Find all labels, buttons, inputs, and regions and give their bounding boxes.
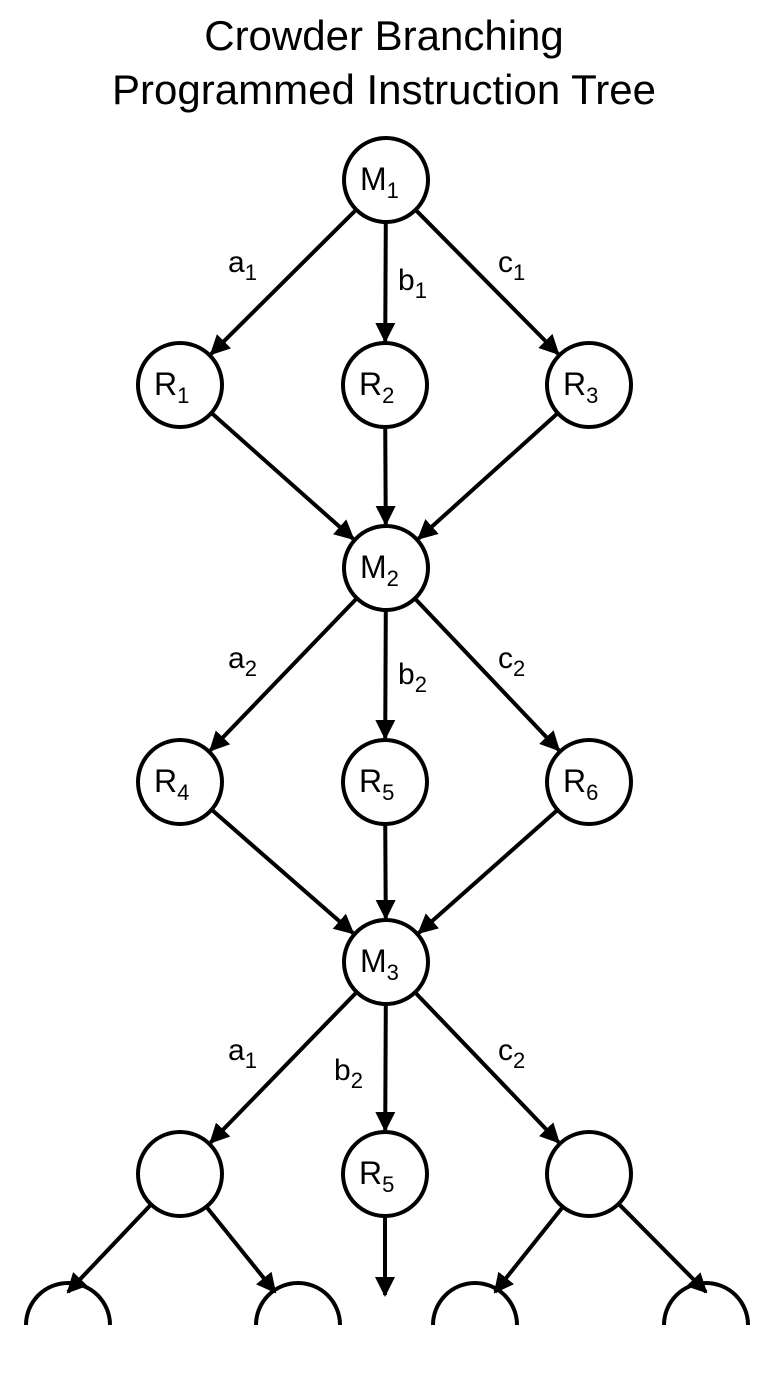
edge-label-M1-R1: a1 <box>228 246 257 285</box>
edge-label-M2-R5: b2 <box>398 658 427 697</box>
node-circle <box>342 524 430 612</box>
diagram-title-line-2: Programmed Instruction Tree <box>112 66 656 113</box>
continuation-arc-2 <box>254 1281 342 1326</box>
node-label-m3: M3 <box>360 943 399 985</box>
edge-label-M3-L3: a1 <box>228 1034 257 1073</box>
stubs-layer <box>24 1281 750 1326</box>
node-circle <box>136 1130 224 1218</box>
edge-M3-R5b <box>375 1003 396 1133</box>
node-r6: R6 <box>545 738 633 826</box>
edge-R4-M3 <box>210 808 355 935</box>
node-m1: M1 <box>342 136 430 224</box>
node-label-m1: M1 <box>360 161 399 203</box>
edge-R3-M2 <box>417 411 560 541</box>
node-label-r1: R1 <box>154 366 189 408</box>
edge-R5-M3 <box>375 823 396 921</box>
node-label-r6: R6 <box>563 763 598 805</box>
diagram-title-line-1: Crowder Branching <box>204 12 564 59</box>
continuation-arc-1 <box>24 1281 112 1326</box>
edge-L3-S2 <box>204 1205 277 1294</box>
edge-label-M3-N3: c2 <box>498 1034 525 1073</box>
node-circle <box>136 341 224 429</box>
edge-N3-S3 <box>493 1205 565 1294</box>
node-m2: M2 <box>342 524 430 612</box>
edge-label-M3-R5b: b2 <box>334 1054 363 1093</box>
node-label-r4: R4 <box>154 763 189 805</box>
edges-layer: a1 b1 c1 a2 b2 c2 a1 b2 c2 <box>66 208 708 1297</box>
node-label-r5b: R5 <box>359 1155 394 1197</box>
edge-L3-S1 <box>66 1203 153 1294</box>
edge-label-M2-R4: a2 <box>228 642 257 681</box>
node-label-r3: R3 <box>563 366 598 408</box>
node-r4: R4 <box>136 738 224 826</box>
node-circle <box>545 738 633 826</box>
edge-M2-R5 <box>375 609 396 741</box>
edge-R1-M2 <box>210 411 355 541</box>
node-r3: R3 <box>545 341 633 429</box>
edge-M2-R4 <box>209 596 359 752</box>
node-circle <box>342 918 430 1006</box>
edge-M1-R1 <box>209 208 358 356</box>
edge-label-M1-R2: b1 <box>398 264 427 303</box>
edge-M1-R3 <box>414 208 560 356</box>
edge-label-M1-R3: c1 <box>498 246 525 285</box>
edge-M3-N3 <box>413 990 561 1144</box>
edge-N3-S4 <box>617 1202 708 1294</box>
node-r1: R1 <box>136 341 224 429</box>
edge-R2-M2 <box>375 426 396 527</box>
continuation-arc-4 <box>662 1281 750 1326</box>
node-circle <box>341 738 429 826</box>
edge-M1-R2 <box>375 221 396 344</box>
continuation-arc-3 <box>431 1281 519 1326</box>
node-m3: M3 <box>342 918 430 1006</box>
edge-R6-M3 <box>417 808 559 935</box>
node-circle <box>341 1130 429 1218</box>
node-label-r5: R5 <box>359 763 394 805</box>
node-n3 <box>545 1130 633 1218</box>
node-label-m2: M2 <box>360 549 399 591</box>
edge-M3-L3 <box>209 990 359 1144</box>
node-circle <box>545 341 633 429</box>
node-circle <box>342 136 430 224</box>
node-circle <box>136 738 224 826</box>
node-circle <box>341 341 429 429</box>
node-r2: R2 <box>341 341 429 429</box>
node-l3 <box>136 1130 224 1218</box>
node-label-r2: R2 <box>359 366 394 408</box>
node-circle <box>545 1130 633 1218</box>
node-r5b: R5 <box>341 1130 429 1218</box>
edge-M2-R6 <box>413 597 561 752</box>
edge-label-M2-R6: c2 <box>498 642 525 681</box>
node-r5: R5 <box>341 738 429 826</box>
